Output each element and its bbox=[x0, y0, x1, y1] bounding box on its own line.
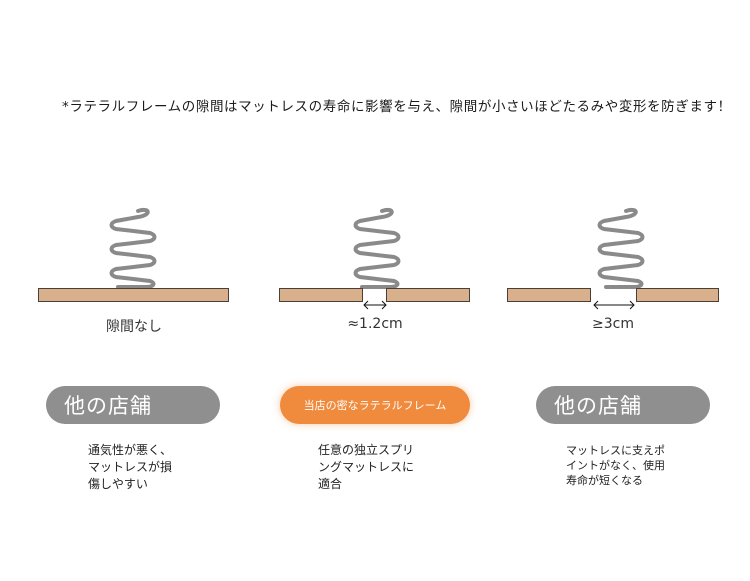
gap-label: ≈1.2cm bbox=[347, 316, 403, 332]
description: 任意の独立スプリ ングマットレスに 適合 bbox=[318, 442, 414, 493]
frame-board-left bbox=[279, 288, 363, 302]
gap-label: ≥3cm bbox=[592, 316, 634, 332]
spring-icon bbox=[353, 207, 401, 289]
description-line: マットレスが損 bbox=[88, 460, 173, 474]
other-store-badge: 他の店舗 bbox=[536, 386, 710, 424]
frame-board-right bbox=[386, 288, 470, 302]
description-line: イントがなく、使用 bbox=[566, 459, 665, 472]
badge-label: 他の店舗 bbox=[64, 394, 152, 418]
description: 通気性が悪く、 マットレスが損 傷しやすい bbox=[88, 442, 172, 493]
info-note: *ラテラルフレームの隙間はマットレスの寿命に影響を与え、隙間が小さいほどたるみや… bbox=[62, 99, 732, 115]
our-frame-badge: 当店の密なラテラルフレーム bbox=[280, 386, 470, 424]
description-line: 寿命が短くなる bbox=[566, 474, 643, 487]
description-line: 傷しやすい bbox=[88, 477, 148, 491]
description-line: 適合 bbox=[318, 477, 343, 491]
description-line: マットレスに支えポ bbox=[566, 444, 665, 457]
frame-board-left bbox=[507, 288, 591, 302]
description: マットレスに支えポ イントがなく、使用 寿命が短くなる bbox=[566, 443, 665, 488]
frame-board-right bbox=[636, 288, 719, 302]
spring-icon bbox=[597, 207, 645, 289]
gap-arrow-icon bbox=[363, 300, 387, 310]
description-line: ングマットレスに bbox=[318, 460, 415, 474]
gap-label: 隙間なし bbox=[106, 319, 162, 335]
badge-label: 他の店舗 bbox=[554, 394, 642, 418]
badge-label: 当店の密なラテラルフレーム bbox=[303, 399, 447, 412]
description-line: 通気性が悪く、 bbox=[88, 443, 173, 457]
other-store-badge: 他の店舗 bbox=[46, 386, 220, 424]
description-line: 任意の独立スプリ bbox=[318, 443, 415, 457]
frame-board bbox=[38, 288, 229, 302]
gap-arrow-icon bbox=[593, 300, 635, 310]
spring-icon bbox=[109, 207, 157, 289]
